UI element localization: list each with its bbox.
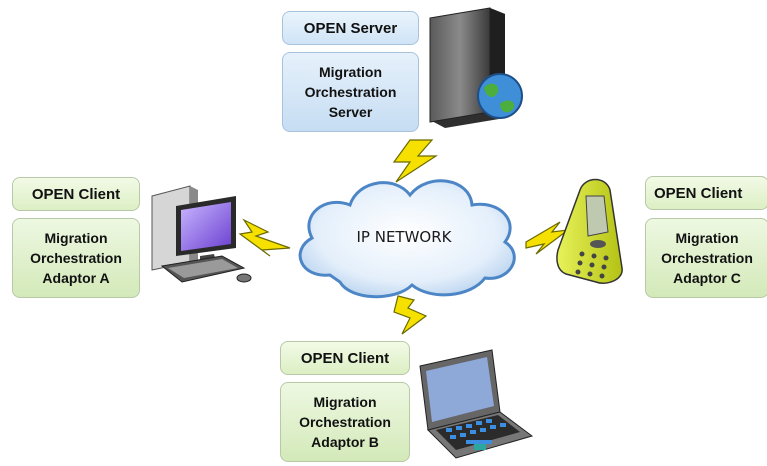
server-title: OPEN Server	[303, 19, 398, 37]
client-a-title-box: OPEN Client	[12, 177, 140, 211]
laptop-icon	[419, 349, 534, 459]
server-role-box: Migration Orchestration Server	[282, 52, 419, 132]
client-b-role-box: Migration Orchestration Adaptor B	[280, 382, 410, 462]
server-line-3: Server	[328, 104, 373, 120]
client-a-line-2: Orchestration	[30, 250, 122, 266]
client-b-title: OPEN Client	[300, 349, 390, 367]
client-a-line-3: Adaptor A	[42, 270, 110, 286]
client-b-title-box: OPEN Client	[280, 341, 410, 375]
client-c-title: OPEN Client	[654, 184, 743, 202]
desktop-computer-icon	[151, 185, 252, 283]
client-c-role-box: Migration Orchestration Adaptor C	[645, 218, 767, 298]
client-c-title-box: OPEN Client	[645, 176, 767, 210]
lightning-icon	[238, 139, 571, 335]
client-b-line-2: Orchestration	[299, 414, 391, 430]
client-c-line-2: Orchestration	[661, 250, 753, 266]
server-line-1: Migration	[319, 64, 382, 80]
server-line-2: Orchestration	[304, 84, 397, 100]
server-tower-icon	[429, 7, 523, 128]
client-c-line-1: Migration	[675, 230, 739, 246]
client-b-line-1: Migration	[313, 394, 377, 410]
client-a-line-1: Migration	[44, 230, 108, 246]
client-c-line-3: Adaptor C	[673, 270, 741, 286]
client-b-line-3: Adaptor B	[311, 434, 379, 450]
mobile-phone-icon	[556, 178, 623, 284]
client-a-title: OPEN Client	[31, 185, 121, 203]
server-title-box: OPEN Server	[282, 11, 419, 45]
network-label: IP NETWORK	[356, 228, 452, 246]
client-a-role-box: Migration Orchestration Adaptor A	[12, 218, 140, 298]
cloud-icon	[298, 179, 516, 299]
